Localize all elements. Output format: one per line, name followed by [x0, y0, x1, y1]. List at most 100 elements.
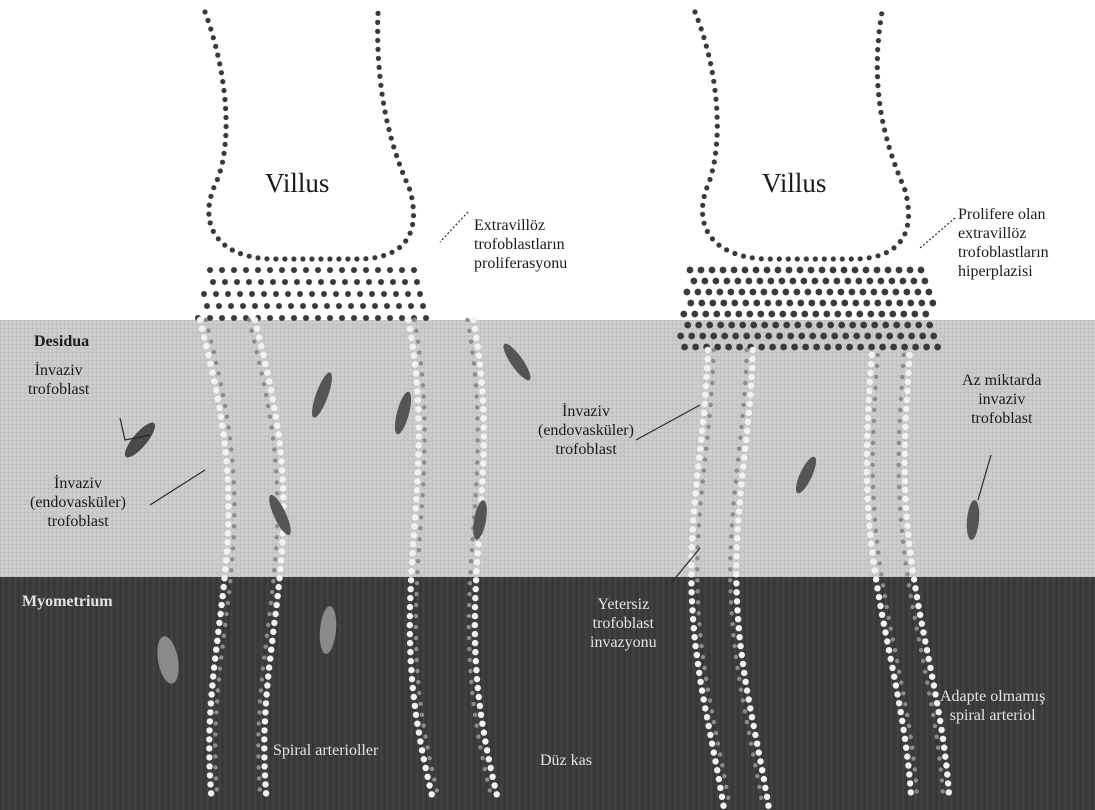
trophoblast-dot — [261, 291, 267, 297]
trophoblast-dot — [390, 279, 396, 285]
vessel-wall-dot — [897, 496, 901, 500]
trophoblast-dot — [380, 92, 385, 97]
trophoblast-dot — [208, 220, 213, 225]
vessel-wall-dot — [273, 602, 279, 608]
vessel-wall-dot — [728, 589, 732, 593]
vessel-wall-dot — [216, 371, 220, 375]
vessel-wall-dot — [897, 474, 901, 478]
vessel-wall-dot — [884, 638, 890, 644]
trophoblast-dot — [420, 303, 426, 309]
vessel-wall-dot — [258, 343, 264, 349]
vessel-wall-dot — [268, 647, 274, 653]
tissue-layers — [0, 320, 1095, 810]
vessel-wall-dot — [762, 785, 768, 791]
vessel-wall-dot — [728, 567, 732, 571]
vessel-wall-dot — [207, 718, 213, 724]
trophoblast-dot — [875, 56, 880, 61]
vessel-wall-dot — [277, 440, 283, 446]
vessel-wall-dot — [219, 655, 223, 659]
vessel-wall-dot — [939, 767, 943, 771]
vessel-wall-dot — [469, 680, 473, 684]
vessel-wall-dot — [417, 548, 421, 552]
vessel-wall-dot — [871, 452, 875, 456]
vessel-wall-dot — [692, 643, 698, 649]
trophoblast-dot — [743, 333, 750, 340]
vessel-wall-dot — [868, 361, 874, 367]
vessel-wall-dot — [905, 713, 909, 717]
vessel-wall-dot — [212, 350, 216, 354]
vessel-wall-dot — [914, 594, 920, 600]
vessel-wall-dot — [225, 476, 231, 482]
vessel-wall-dot — [898, 419, 902, 423]
vessel-wall-dot — [873, 386, 877, 390]
myometrium-layer-label: Myometrium — [22, 593, 113, 612]
vessel-wall-dot — [259, 688, 263, 692]
trophoblast-dot — [279, 267, 285, 273]
vessel-wall-dot — [911, 576, 917, 582]
trophoblast-dot — [934, 344, 941, 351]
trophoblast-dot — [339, 315, 345, 321]
trophoblast-dot — [867, 311, 874, 318]
vessel-wall-dot — [220, 645, 224, 649]
trophoblast-dot — [776, 333, 783, 340]
vessel-wall-dot — [411, 532, 417, 538]
vessel-wall-dot — [694, 472, 700, 478]
vessel-wall-dot — [262, 772, 268, 778]
vessel-wall-dot — [703, 457, 707, 461]
vessel-wall-dot — [704, 677, 708, 681]
vessel-wall-dot — [899, 397, 903, 401]
trophoblast-dot — [354, 256, 359, 261]
vessel-wall-dot — [714, 767, 720, 773]
trophoblast-dot — [375, 11, 380, 16]
vessel-wall-dot — [479, 478, 485, 484]
trophoblast-dot — [369, 291, 375, 297]
vessel-wall-dot — [474, 383, 478, 387]
vessel-wall-dot — [753, 763, 757, 767]
vessel-wall-dot — [704, 714, 710, 720]
trophoblast-dot — [823, 278, 830, 285]
vessel-wall-dot — [223, 458, 229, 464]
vessel-wall-dot — [470, 350, 474, 354]
vessel-wall-dot — [689, 607, 695, 613]
trophoblast-dot — [264, 256, 269, 261]
trophoblast-dot — [375, 29, 380, 34]
vessel-wall-dot — [709, 741, 715, 747]
trophoblast-dot — [713, 97, 718, 102]
vessel-wall-dot — [423, 765, 429, 771]
vessel-wall-dot — [754, 741, 760, 747]
trophoblast-dot — [409, 195, 414, 200]
vessel-wall-dot — [262, 382, 266, 386]
vessel-wall-dot — [206, 727, 212, 733]
vessel-wall-dot — [711, 370, 715, 374]
vessel-wall-dot — [199, 326, 205, 332]
trophoblast-dot — [813, 344, 820, 351]
vessel-wall-dot — [906, 771, 912, 777]
vessel-wall-dot — [480, 397, 486, 403]
vessel-wall-dot — [907, 724, 911, 728]
trophoblast-dot — [351, 267, 357, 273]
trophoblast-dot — [819, 300, 826, 307]
vessel-wall-dot — [470, 537, 474, 541]
trophoblast-dot — [327, 256, 332, 261]
vessel-wall-dot — [413, 712, 419, 718]
vessel-wall-dot — [879, 572, 883, 576]
leader-line — [440, 212, 468, 242]
trophoblast-dot — [830, 300, 837, 307]
vessel-wall-dot — [222, 634, 226, 638]
trophoblast-dot — [381, 253, 386, 258]
vessel-wall-dot — [407, 326, 413, 332]
vessel-wall-dot — [729, 534, 733, 538]
trophoblast-dot — [375, 267, 381, 273]
vessel-wall-dot — [696, 600, 700, 604]
trophoblast-dot — [912, 344, 919, 351]
vessel-wall-dot — [420, 372, 424, 376]
trophoblast-dot — [204, 303, 210, 309]
vessel-wall-dot — [896, 700, 902, 706]
trophoblast-dot — [423, 315, 429, 321]
vessel-wall-dot — [744, 359, 748, 363]
vessel-wall-dot — [690, 517, 696, 523]
trophoblast-dot — [907, 300, 914, 307]
trophoblast-dot — [219, 267, 225, 273]
vessel-wall-dot — [424, 774, 430, 780]
trophoblast-dot — [389, 250, 394, 255]
